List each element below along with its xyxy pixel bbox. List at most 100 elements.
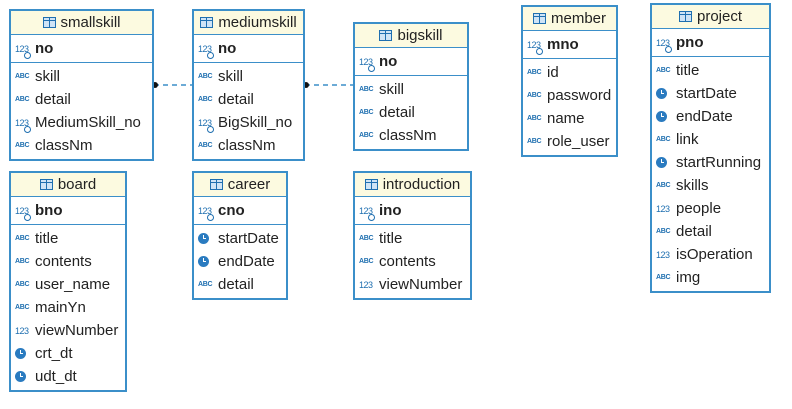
column-row[interactable]: ABC id [523,61,616,84]
abc-type-icon: ABC [15,142,30,149]
column-row[interactable]: endDate [194,250,286,273]
entity-header[interactable]: mediumskill [194,11,303,35]
entity-header[interactable]: board [11,173,125,197]
column-name: mno [547,36,579,53]
column-name: viewNumber [35,322,119,339]
entity-name: member [550,10,606,27]
column-row[interactable]: startDate [194,227,286,250]
entity-header[interactable]: project [652,5,769,29]
numeric-key-type-icon: 123 [15,118,32,133]
column-name: startDate [676,85,737,102]
column-name: detail [218,91,254,108]
column-name: viewNumber [379,276,463,293]
column-name: BigSkill_no [218,114,293,131]
column-name: isOperation [676,246,753,263]
column-name: mainYn [35,299,86,316]
column-name: skill [218,68,243,85]
numeric-key-type-icon: 123 [15,44,32,59]
entity-header[interactable]: bigskill [355,24,467,48]
column-row[interactable]: endDate [652,105,769,128]
column-row[interactable]: startRunning [652,151,769,174]
clock-type-icon [15,348,26,359]
clock-type-icon [198,256,209,267]
entity-name: project [696,8,743,25]
entity-header[interactable]: member [523,7,616,31]
table-icon [678,11,692,22]
abc-type-icon: ABC [198,73,213,80]
numeric-key-type-icon: 123 [198,206,215,221]
column-row[interactable]: ABC skill [194,65,303,88]
abc-type-icon: ABC [527,92,542,99]
table-icon [364,179,378,190]
column-row[interactable]: startDate [652,82,769,105]
column-name: no [218,40,237,57]
table-icon [532,13,546,24]
entity-header[interactable]: introduction [355,173,470,197]
clock-type-icon [198,233,209,244]
clock-type-icon [656,111,667,122]
column-name: id [547,64,559,81]
clock-type-icon [656,157,667,168]
abc-type-icon: ABC [198,281,213,288]
abc-type-icon: ABC [656,274,671,281]
entity-header[interactable]: career [194,173,286,197]
column-row[interactable]: crt_dt [11,342,125,365]
entity-header[interactable]: smallskill [11,11,152,35]
column-row[interactable]: udt_dt [11,365,125,388]
numeric-key-type-icon: 123 [359,206,376,221]
abc-type-icon: ABC [527,69,542,76]
abc-type-icon: ABC [359,86,374,93]
